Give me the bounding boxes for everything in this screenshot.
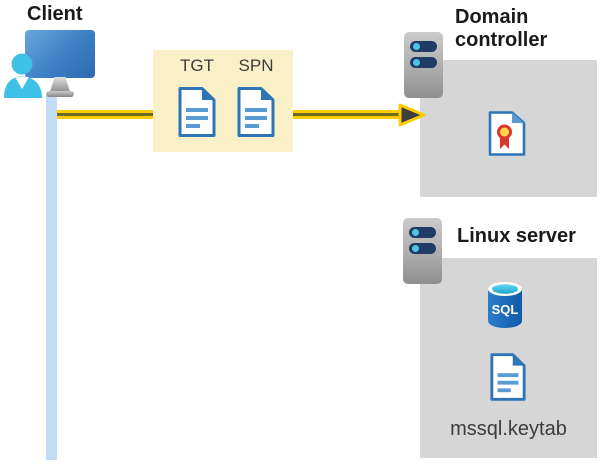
spn-label: SPN bbox=[238, 56, 274, 75]
sql-database-icon: SQL bbox=[488, 282, 522, 328]
server-led-icon bbox=[413, 43, 420, 50]
server-bay-icon bbox=[409, 227, 436, 238]
sql-label: SQL bbox=[492, 302, 519, 317]
monitor-stand-base bbox=[46, 91, 74, 97]
monitor-stand bbox=[50, 77, 70, 92]
server-led-icon bbox=[412, 245, 419, 252]
client-timeline-line bbox=[46, 96, 57, 460]
linux-server-icon bbox=[403, 218, 442, 284]
tgt-label: TGT bbox=[180, 56, 214, 75]
server-led-icon bbox=[413, 59, 420, 66]
certificate-icon bbox=[488, 111, 526, 156]
server-bay-icon bbox=[409, 243, 436, 254]
linux-server-title: Linux server bbox=[457, 225, 576, 247]
server-bay-icon bbox=[410, 57, 437, 68]
monitor-icon bbox=[25, 30, 95, 78]
keytab-document-icon bbox=[490, 353, 526, 401]
person-icon bbox=[4, 53, 42, 98]
tgt-document-icon bbox=[178, 87, 216, 137]
domain-controller-server-icon bbox=[404, 32, 443, 98]
client-label: Client bbox=[27, 3, 83, 25]
keytab-label: mssql.keytab bbox=[450, 418, 567, 440]
spn-document-icon bbox=[237, 87, 275, 137]
arrow-head-icon bbox=[398, 103, 426, 127]
domain-controller-title: Domain controller bbox=[455, 6, 548, 51]
server-bay-icon bbox=[410, 41, 437, 52]
server-led-icon bbox=[412, 229, 419, 236]
